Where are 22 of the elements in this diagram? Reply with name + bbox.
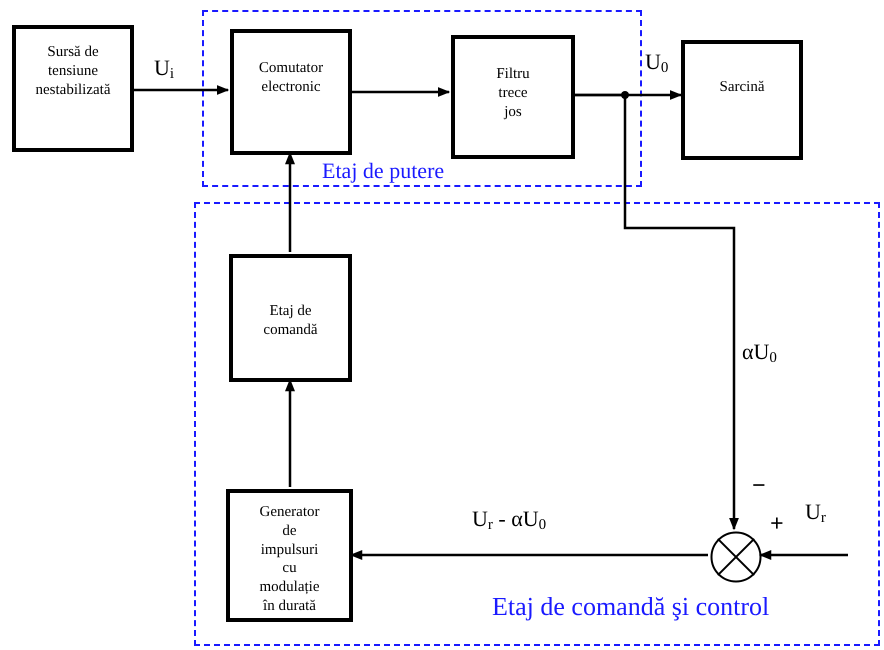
group-title: Etaj de comandă şi control: [492, 592, 770, 622]
box-label: Sarcină: [718, 78, 766, 97]
process-box: [229, 254, 352, 382]
sign-label: +: [770, 512, 784, 536]
process-box: [230, 29, 352, 155]
box-label: Sursă de tensiune nestabilizată: [34, 43, 112, 100]
process-box: [681, 40, 803, 160]
arrow: [573, 94, 739, 530]
arrow: [134, 85, 230, 95]
sign-label: −: [752, 474, 766, 498]
arrow: [350, 87, 450, 97]
process-box: [12, 25, 134, 152]
box-label: Generator de impulsuri cu modulație în durată: [258, 503, 320, 616]
process-box: [451, 35, 575, 159]
dashed-group-frame: [194, 202, 880, 646]
box-label: Comutator electronic: [258, 59, 324, 96]
box-label: Etaj de comandă: [262, 302, 319, 340]
process-box: [226, 489, 353, 622]
group-title: Etaj de putere: [322, 158, 444, 184]
dashed-group-frame: [202, 10, 642, 187]
box-label: Filtru trece jos: [495, 65, 531, 122]
arrow: [758, 550, 848, 560]
